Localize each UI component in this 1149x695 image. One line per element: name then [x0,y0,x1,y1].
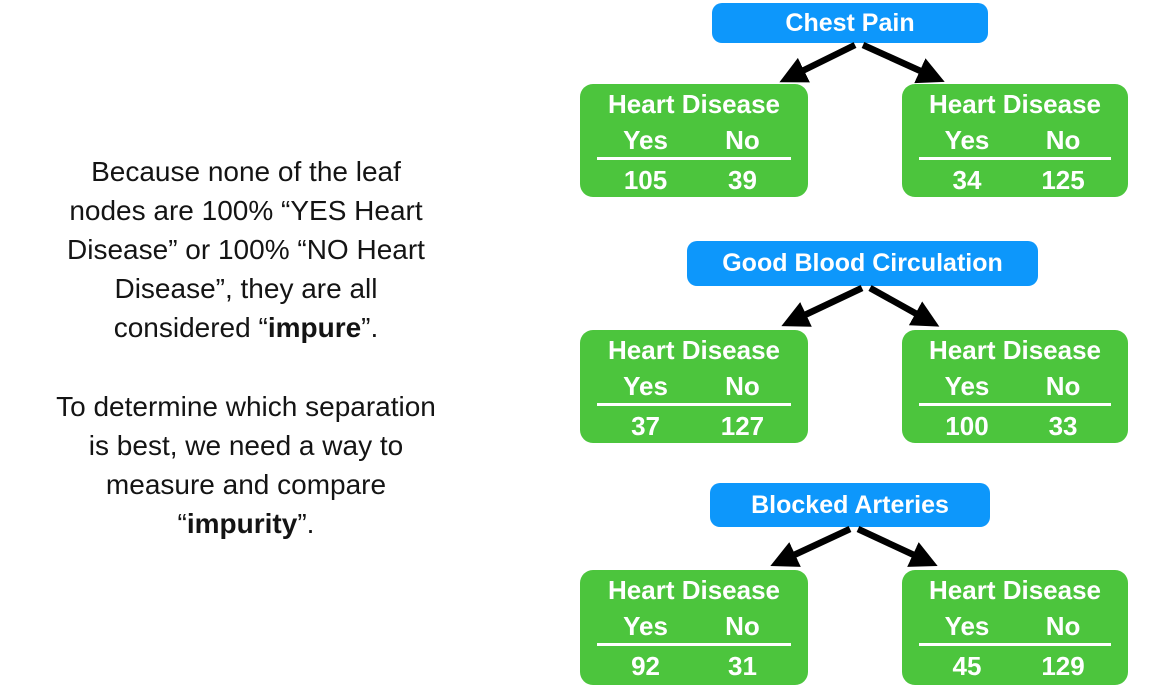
leaf-values-row: 37 127 [597,406,791,441]
branch-arrows [781,285,940,327]
leaf-title: Heart Disease [608,575,780,605]
no-count: 33 [1048,411,1078,441]
yes-count: 92 [631,651,660,681]
branch-arrows [779,42,945,84]
leaf-title: Heart Disease [929,89,1101,119]
yes-label: Yes [944,371,990,401]
no-count: 127 [720,411,765,441]
leaf-header-row: Yes No [918,611,1112,646]
yes-label: Yes [944,125,990,155]
yes-label: Yes [623,371,668,401]
explanation-text: Because none of the leaf nodes are 100% … [5,152,487,543]
text-line: considered “impure”. [5,308,487,347]
yes-count: 100 [945,411,989,441]
leaf-table: Yes No 92 31 [597,611,791,681]
no-label: No [1045,125,1081,155]
leaf-title: Heart Disease [929,575,1101,605]
leaf-table: Yes No 34 125 [918,125,1112,195]
left-branch-arrow-icon [779,42,857,83]
paragraph-impure: Because none of the leaf nodes are 100% … [5,152,487,347]
leaf-table: Yes No 45 129 [918,611,1112,681]
leaf-node-good-blood-circulation-left: Heart Disease Yes No 37 127 [580,330,808,443]
text-line: “impurity”. [5,504,487,543]
yes-count: 37 [631,411,660,441]
leaf-header-row: Yes No [597,125,791,160]
leaf-values-row: 100 33 [919,406,1111,441]
yes-label: Yes [944,611,990,641]
no-label: No [725,371,760,401]
root-node-label: Chest Pain [785,8,915,37]
yes-count: 34 [952,165,982,195]
leaf-table: Yes No 100 33 [918,371,1112,441]
no-label: No [1045,611,1081,641]
leaf-header-row: Yes No [597,371,791,406]
no-label: No [725,125,760,155]
leaf-values-row: 45 129 [919,646,1111,681]
text-line: nodes are 100% “YES Heart [69,195,423,226]
leaf-node-blocked-arteries-left: Heart Disease Yes No 92 31 [580,570,808,685]
leaf-values-row: 105 39 [597,160,791,195]
root-node-good-blood-circulation: Good Blood Circulation [687,241,1038,286]
leaf-node-chest-pain-left: Heart Disease Yes No 105 39 [580,84,808,197]
text-line: Disease” or 100% “NO Heart [67,234,425,265]
no-count: 129 [1041,651,1085,681]
right-branch-arrow-icon [856,526,938,567]
impurity-bold-word: impurity [186,508,298,539]
yes-label: Yes [623,125,668,155]
leaf-values-row: 34 125 [919,160,1111,195]
yes-count: 45 [952,651,982,681]
root-node-blocked-arteries: Blocked Arteries [710,483,990,527]
no-label: No [1045,371,1081,401]
branch-arrows [770,526,938,567]
leaf-values-row: 92 31 [597,646,791,681]
no-count: 31 [727,651,757,681]
root-node-chest-pain: Chest Pain [712,3,988,43]
leaf-header-row: Yes No [597,611,791,646]
text-line: Disease”, they are all [114,273,378,304]
yes-count: 105 [623,165,668,195]
root-node-label: Blocked Arteries [751,490,949,519]
no-count: 125 [1041,165,1085,195]
leaf-node-good-blood-circulation-right: Heart Disease Yes No 100 33 [902,330,1128,443]
yes-label: Yes [623,611,668,641]
leaf-table: Yes No 37 127 [597,371,791,441]
leaf-title: Heart Disease [608,335,780,365]
leaf-table: Yes No 105 39 [597,125,791,195]
right-branch-arrow-icon [861,42,945,84]
text-segment: considered “ [113,312,268,343]
leaf-title: Heart Disease [608,89,780,119]
text-line: To determine which separation [56,391,436,422]
left-branch-arrow-icon [781,285,864,327]
leaf-node-chest-pain-right: Heart Disease Yes No 34 125 [902,84,1128,197]
text-line: measure and compare [105,469,387,500]
text-line: is best, we need a way to [88,430,404,461]
right-branch-arrow-icon [868,285,940,327]
text-line: Because none of the leaf [91,156,401,187]
paragraph-impurity: To determine which separation is best, w… [5,387,487,543]
text-segment: ”. [361,312,379,343]
leaf-header-row: Yes No [918,125,1112,160]
impure-bold-word: impure [267,312,362,343]
root-node-label: Good Blood Circulation [722,249,1003,277]
text-segment: ”. [297,508,315,539]
leaf-node-blocked-arteries-right: Heart Disease Yes No 45 129 [902,570,1128,685]
text-segment: “ [177,508,187,539]
no-count: 39 [727,165,757,195]
left-branch-arrow-icon [770,526,852,567]
no-label: No [725,611,760,641]
leaf-header-row: Yes No [918,371,1112,406]
leaf-title: Heart Disease [929,335,1101,365]
